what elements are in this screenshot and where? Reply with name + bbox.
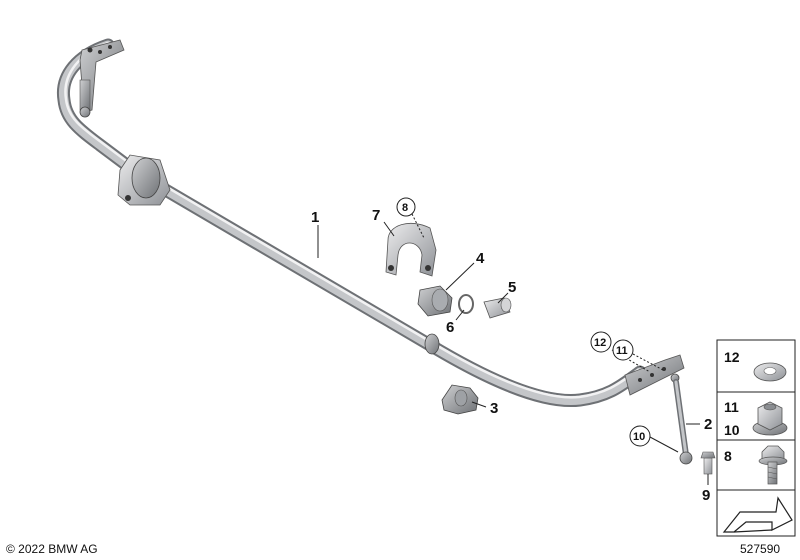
panel-box-12 (716, 339, 796, 393)
callout-10: 10 (633, 431, 645, 443)
callout-1: 1 (311, 209, 319, 226)
washer-icon (753, 362, 787, 382)
panel-label-11: 11 (724, 399, 739, 415)
callout-3: 3 (490, 400, 498, 417)
rubber-bushing-part-4 (417, 285, 453, 317)
callout-11-circle (612, 339, 634, 361)
callout-9: 9 (702, 487, 710, 504)
bracket-clamp-part-7 (385, 223, 437, 277)
callout-5: 5 (508, 279, 516, 296)
leader-lines (317, 213, 709, 485)
callout-8-circle (396, 197, 416, 217)
panel-label-10: 10 (724, 422, 740, 438)
callout-4: 4 (476, 250, 485, 267)
callout-10-circle (629, 425, 651, 447)
side-panel: 12 11 10 8 (716, 339, 796, 537)
sleeve-part-5 (483, 297, 512, 319)
callout-2: 2 (704, 416, 712, 433)
stabilizer-bar (56, 38, 647, 408)
bar-collar (424, 333, 440, 355)
callout-7: 7 (372, 207, 380, 224)
callout-12-circle (590, 331, 612, 353)
copyright-text: © 2022 BMW AG (6, 542, 98, 556)
flange-nut-icon (752, 401, 788, 436)
panel-label-8: 8 (724, 448, 732, 464)
panel-label-12: 12 (724, 349, 740, 365)
callout-12: 12 (594, 337, 606, 349)
ring-part-6 (458, 294, 474, 314)
panel-box-8 (716, 439, 796, 491)
diagram-number: 527590 (740, 542, 780, 556)
direction-arrow-icon (722, 496, 793, 533)
coupling-rod (673, 379, 693, 465)
bolt-part-9 (700, 451, 716, 475)
callout-8: 8 (402, 202, 408, 214)
callout-6: 6 (446, 319, 454, 336)
rubber-mount-part-3 (441, 384, 479, 415)
flange-bolt-icon (758, 445, 788, 485)
left-end-bracket (79, 39, 125, 118)
left-bar-mount (117, 154, 171, 206)
callout-11: 11 (616, 345, 628, 357)
